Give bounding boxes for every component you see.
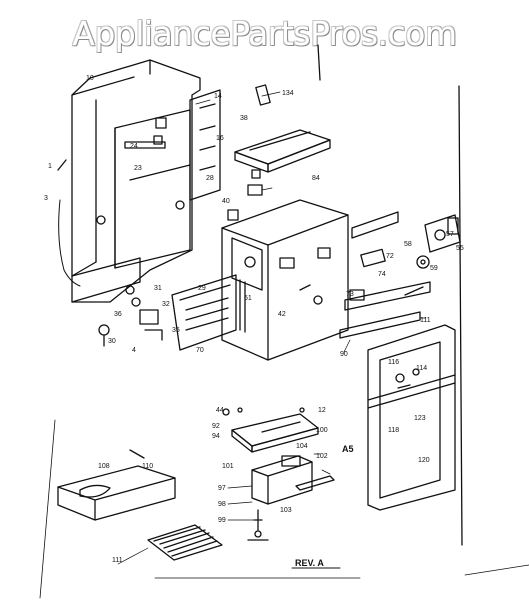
- callout-label: 123: [414, 415, 426, 422]
- callout-label: 58: [404, 241, 412, 248]
- callout-label: 38: [240, 115, 248, 122]
- callout-label: 57: [446, 231, 454, 238]
- callout-label: 36: [114, 311, 122, 318]
- callout-label: 92: [212, 423, 220, 430]
- callout-label: 29: [198, 285, 206, 292]
- watermark: AppliancePartsPros.com: [72, 14, 457, 53]
- callout-labels: 10 134 14 38 84 16 23 24 28 29 30 31 32 …: [44, 75, 464, 564]
- crisper-assembly: [222, 407, 335, 541]
- callout-label: 35: [172, 327, 180, 334]
- callout-label: 42: [278, 311, 286, 318]
- callout-label: 24: [130, 143, 138, 150]
- callout-label: 44: [216, 407, 224, 414]
- callout-label: 73: [346, 291, 354, 298]
- callout-label: 40: [222, 198, 230, 205]
- cabinet-outer-shell: [57, 59, 201, 303]
- callout-label: 55: [456, 245, 464, 252]
- callout-label: 102: [316, 453, 328, 460]
- callout-label: 32: [162, 301, 170, 308]
- air-duct: [171, 274, 237, 351]
- callout-label: 98: [218, 501, 226, 508]
- callout-label: 100: [316, 427, 328, 434]
- revision-label: REV. A: [295, 558, 324, 568]
- callout-label: 16: [216, 135, 224, 142]
- leader-lines: [117, 91, 427, 565]
- callout-label: 12: [318, 407, 326, 414]
- base-grille: [147, 524, 223, 561]
- hinge-hardware: [98, 285, 163, 347]
- top-shelf: [234, 84, 331, 173]
- callout-label: 70: [196, 347, 204, 354]
- callout-label: 94: [212, 433, 220, 440]
- bottom-right-line: [464, 564, 529, 576]
- callout-label: 97: [218, 485, 226, 492]
- callout-label: 103: [280, 507, 292, 514]
- callout-label: 84: [312, 175, 320, 182]
- callout-label: 118: [388, 427, 399, 434]
- callout-label: 3: [44, 195, 48, 202]
- callout-label: 90: [340, 351, 348, 358]
- callout-label: 111: [112, 557, 123, 564]
- callout-label: 101: [222, 463, 234, 470]
- liner-box: [221, 199, 349, 361]
- callout-label: 99: [218, 517, 226, 524]
- top-divider-line: [317, 44, 321, 81]
- callout-label: 120: [418, 457, 430, 464]
- callout-label: 110: [142, 463, 153, 470]
- section-label: A5: [342, 444, 354, 454]
- callout-label: 108: [98, 463, 110, 470]
- callout-label: 28: [206, 175, 214, 182]
- top-hinge: [416, 214, 461, 269]
- callout-label: 1: [48, 163, 52, 170]
- callout-label: 134: [282, 90, 294, 97]
- drain-pan: [57, 449, 176, 521]
- callout-label: 10: [86, 75, 94, 82]
- callout-label: 111: [420, 317, 431, 324]
- callout-label: 23: [134, 165, 142, 172]
- callout-label: 116: [388, 359, 399, 366]
- left-border-line: [39, 419, 56, 599]
- callout-label: 74: [378, 271, 386, 278]
- fresh-food-door: [367, 324, 456, 511]
- callout-label: 114: [416, 365, 427, 372]
- damper-parts: [227, 169, 263, 221]
- callout-label: 51: [244, 295, 252, 302]
- callout-label: 31: [154, 285, 162, 292]
- callout-label: 4: [132, 347, 136, 354]
- callout-label: 104: [296, 443, 308, 450]
- callout-label: 30: [108, 338, 116, 345]
- callout-label: 72: [386, 253, 394, 260]
- door-trim: [299, 211, 431, 339]
- callout-label: 59: [430, 265, 438, 272]
- evaporator-assembly: [153, 89, 221, 201]
- right-border-line: [458, 85, 463, 546]
- callout-label: 14: [214, 93, 222, 100]
